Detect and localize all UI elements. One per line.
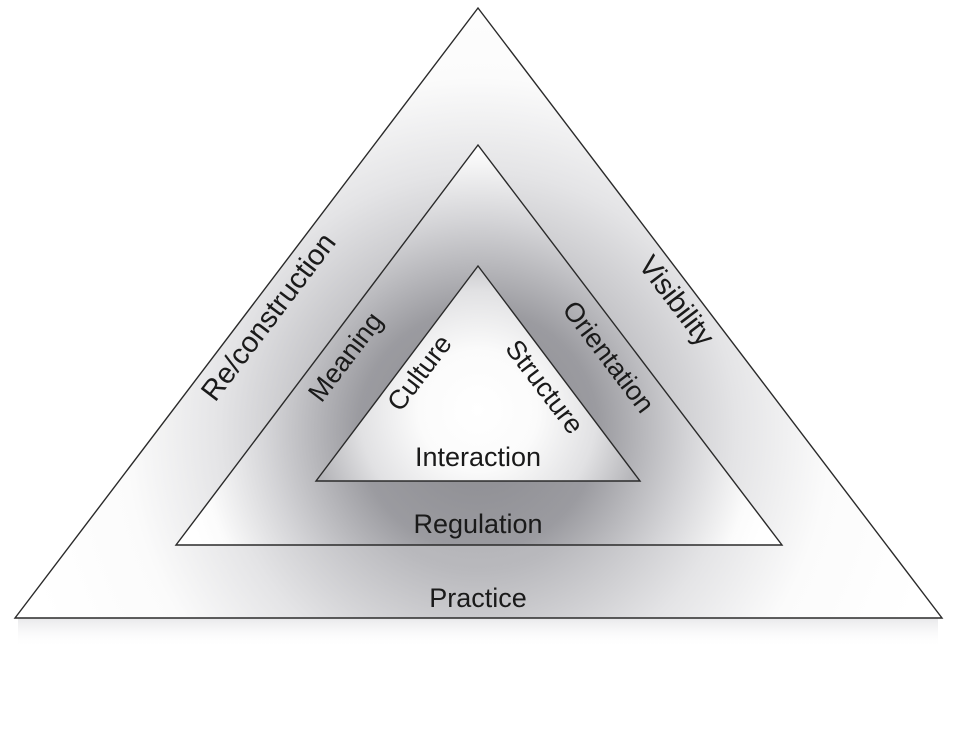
inner-triangle <box>316 266 640 481</box>
middle-triangle-outline <box>174 143 784 546</box>
inner-base-label: Interaction <box>415 442 541 472</box>
middle-base-label: Regulation <box>413 509 542 539</box>
base-shadow <box>18 618 938 648</box>
outer-triangle-outline <box>13 6 944 619</box>
inner-triangle-outline <box>314 264 642 482</box>
outer-base-label: Practice <box>429 583 527 613</box>
